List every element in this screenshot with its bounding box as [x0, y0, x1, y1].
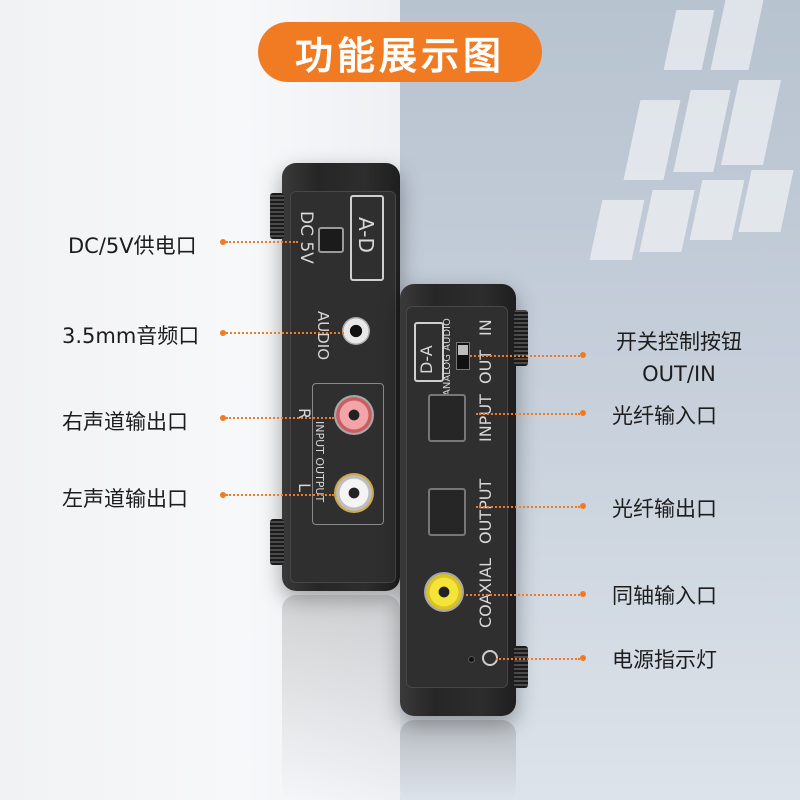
device-right: D-A ANALOG AUDIO OUT IN INPUT OUTPUT COA…: [400, 284, 528, 716]
callout-line: [476, 506, 580, 508]
device-reflection: [282, 595, 400, 800]
callout-dot: [580, 503, 586, 509]
callout-line: [470, 355, 580, 357]
l-label: L: [295, 483, 314, 492]
label-left-channel: 左声道输出口: [62, 487, 188, 511]
label-audio-jack: 3.5mm音频口: [62, 324, 200, 348]
callout-dot: [580, 591, 586, 597]
window-light: [663, 10, 715, 70]
mode-badge: [350, 195, 384, 281]
mode-badge-label: D-A: [417, 345, 436, 374]
in-label: IN: [476, 319, 495, 336]
window-light: [589, 200, 645, 260]
mode-switch[interactable]: [456, 342, 470, 370]
callout-dot: [580, 410, 586, 416]
callout-line: [226, 417, 334, 419]
callout-dot: [220, 239, 226, 245]
callout-dot: [580, 352, 586, 358]
rca-right-jack: [334, 395, 374, 435]
mode-badge-label: A-D: [354, 217, 378, 253]
optical-output-port: [428, 488, 466, 536]
knurled-screw: [514, 646, 528, 688]
input-label: INPUT: [476, 394, 495, 442]
knurled-screw: [270, 193, 284, 239]
audio-label: AUDIO: [314, 311, 332, 361]
knurled-screw: [270, 519, 284, 565]
label-coaxial-input: 同轴输入口: [612, 584, 717, 608]
label-right-channel: 右声道输出口: [62, 410, 188, 434]
io-label: INPUT OUTPUT: [313, 421, 326, 503]
label-power-led: 电源指示灯: [612, 648, 717, 672]
callout-dot: [580, 655, 586, 661]
callout-dot: [220, 415, 226, 421]
dc-jack: [318, 227, 344, 253]
callout-line: [226, 332, 344, 334]
switch-label: ANALOG AUDIO: [442, 318, 453, 396]
callout-dot: [220, 492, 226, 498]
label-switch-line1: 开关控制按钮: [616, 330, 742, 354]
output-label: OUTPUT: [476, 478, 495, 544]
callout-dot: [220, 330, 226, 336]
window-light: [710, 0, 764, 70]
knurled-screw: [514, 310, 528, 366]
callout-line: [226, 494, 334, 496]
label-optical-input: 光纤输入口: [612, 404, 717, 428]
device-left-panel: [290, 191, 396, 583]
dc-label: DC 5V: [296, 211, 316, 264]
mode-badge: [414, 322, 444, 382]
label-optical-output: 光纤输出口: [612, 497, 717, 521]
rca-left-jack: [334, 473, 374, 513]
device-left: A-D DC 5V AUDIO INPUT OUTPUT R L: [270, 163, 400, 591]
label-dc-power: DC/5V供电口: [68, 234, 197, 258]
window-light: [689, 180, 745, 240]
device-reflection: [400, 720, 516, 800]
power-led: [468, 656, 475, 663]
callout-line: [496, 658, 580, 660]
label-switch-line2: OUT/IN: [642, 362, 716, 386]
callout-line: [466, 594, 580, 596]
coaxial-jack: [424, 572, 464, 612]
optical-input-port: [428, 394, 466, 442]
window-light: [623, 100, 681, 180]
callout-line: [226, 241, 298, 243]
window-light: [639, 190, 695, 252]
rca-bracket: [312, 383, 384, 525]
page-title: 功能展示图: [258, 22, 542, 82]
callout-line: [476, 413, 580, 415]
label-switch: 开关控制按钮 OUT/IN: [604, 326, 754, 386]
window-light: [738, 170, 794, 232]
audio-jack: [342, 317, 370, 345]
